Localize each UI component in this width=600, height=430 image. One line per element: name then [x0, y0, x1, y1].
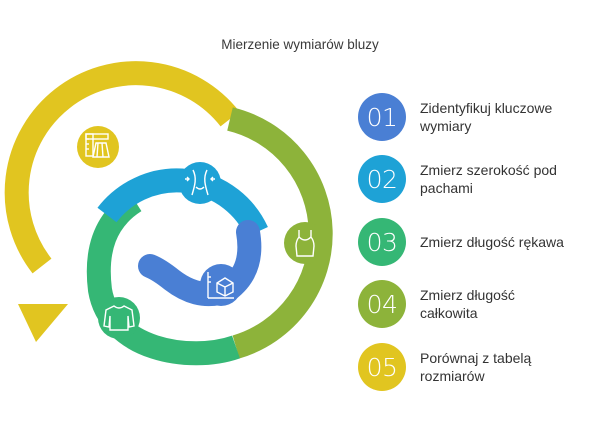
sweatshirt-icon	[98, 297, 140, 339]
skirt-ruler-icon	[77, 126, 119, 168]
step-02: 02 Zmierz szerokość pod pachami	[358, 151, 598, 207]
spiral-segment-05	[4, 61, 240, 274]
step-label: Zmierz długość rękawa	[420, 234, 564, 250]
step-number-badge: 01	[358, 93, 406, 141]
spiral-arrowhead	[18, 304, 68, 342]
diagram-title: Mierzenie wymiarów bluzy	[221, 37, 379, 52]
spiral-segment-01	[138, 220, 262, 307]
step-label: Zmierz szerokość pod pachami	[420, 162, 557, 196]
step-number-badge: 03	[358, 218, 406, 266]
step-label: Zmierz długość całkowita	[420, 287, 515, 321]
step-number-badge: 05	[358, 343, 406, 391]
step-03: 03 Zmierz długość rękawa	[358, 214, 598, 270]
step-01: 01 Zidentyfikuj kluczowe wymiary	[358, 89, 598, 145]
body-waist-icon	[179, 162, 221, 204]
step-label: Porównaj z tabelą rozmiarów	[420, 350, 532, 384]
step-number-badge: 04	[358, 280, 406, 328]
step-04: 04 Zmierz długość całkowita	[358, 276, 598, 332]
spiral-segment-03	[86, 190, 240, 366]
tank-top-icon	[284, 222, 326, 264]
step-05: 05 Porównaj z tabelą rozmiarów	[358, 339, 598, 395]
measurement-cube-icon	[200, 264, 242, 306]
step-number-badge: 02	[358, 155, 406, 203]
step-label: Zidentyfikuj kluczowe wymiary	[420, 100, 553, 134]
